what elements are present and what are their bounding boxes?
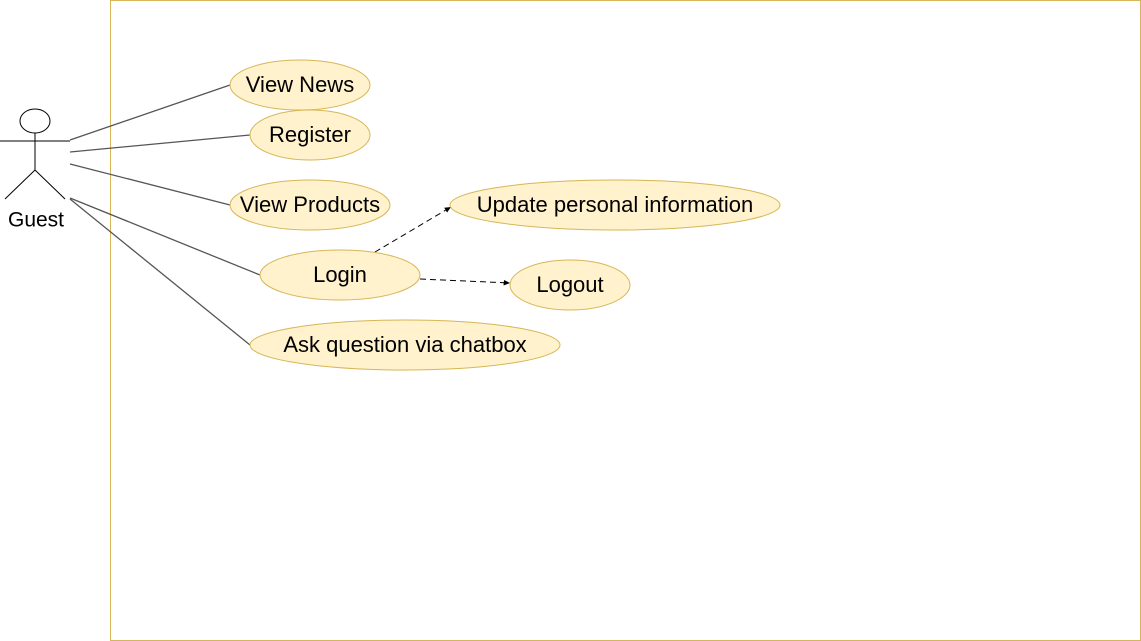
usecase-view-news[interactable]: View News [229,59,371,111]
association-register [69,134,251,153]
usecase-logout-label: Logout [536,272,603,297]
usecase-logout[interactable]: Logout [509,259,631,311]
arrow-login-to-logout [419,278,511,286]
usecase-update-info[interactable]: Update personal information [449,179,781,231]
arrow-login-to-update-info [374,206,452,253]
actor-left-leg [4,169,36,200]
usecase-update-info-label: Update personal information [477,192,753,217]
actor-label: Guest [8,209,64,232]
usecase-view-products[interactable]: View Products [229,179,391,231]
association-login [69,197,261,276]
actor-guest[interactable]: Guest [0,108,70,232]
actor-head [19,108,51,134]
usecase-ask-question-label: Ask question via chatbox [283,332,526,357]
actor-right-leg [34,169,66,200]
usecase-view-products-label: View Products [240,192,380,217]
usecase-login[interactable]: Login [259,249,421,301]
usecase-view-news-label: View News [246,72,354,97]
usecase-ask-question[interactable]: Ask question via chatbox [249,319,561,371]
association-ask-question [69,198,251,346]
usecase-register[interactable]: Register [249,109,371,161]
usecase-login-label: Login [313,262,367,287]
association-view-products [69,163,231,206]
association-view-news [69,84,231,141]
usecase-register-label: Register [269,122,351,147]
